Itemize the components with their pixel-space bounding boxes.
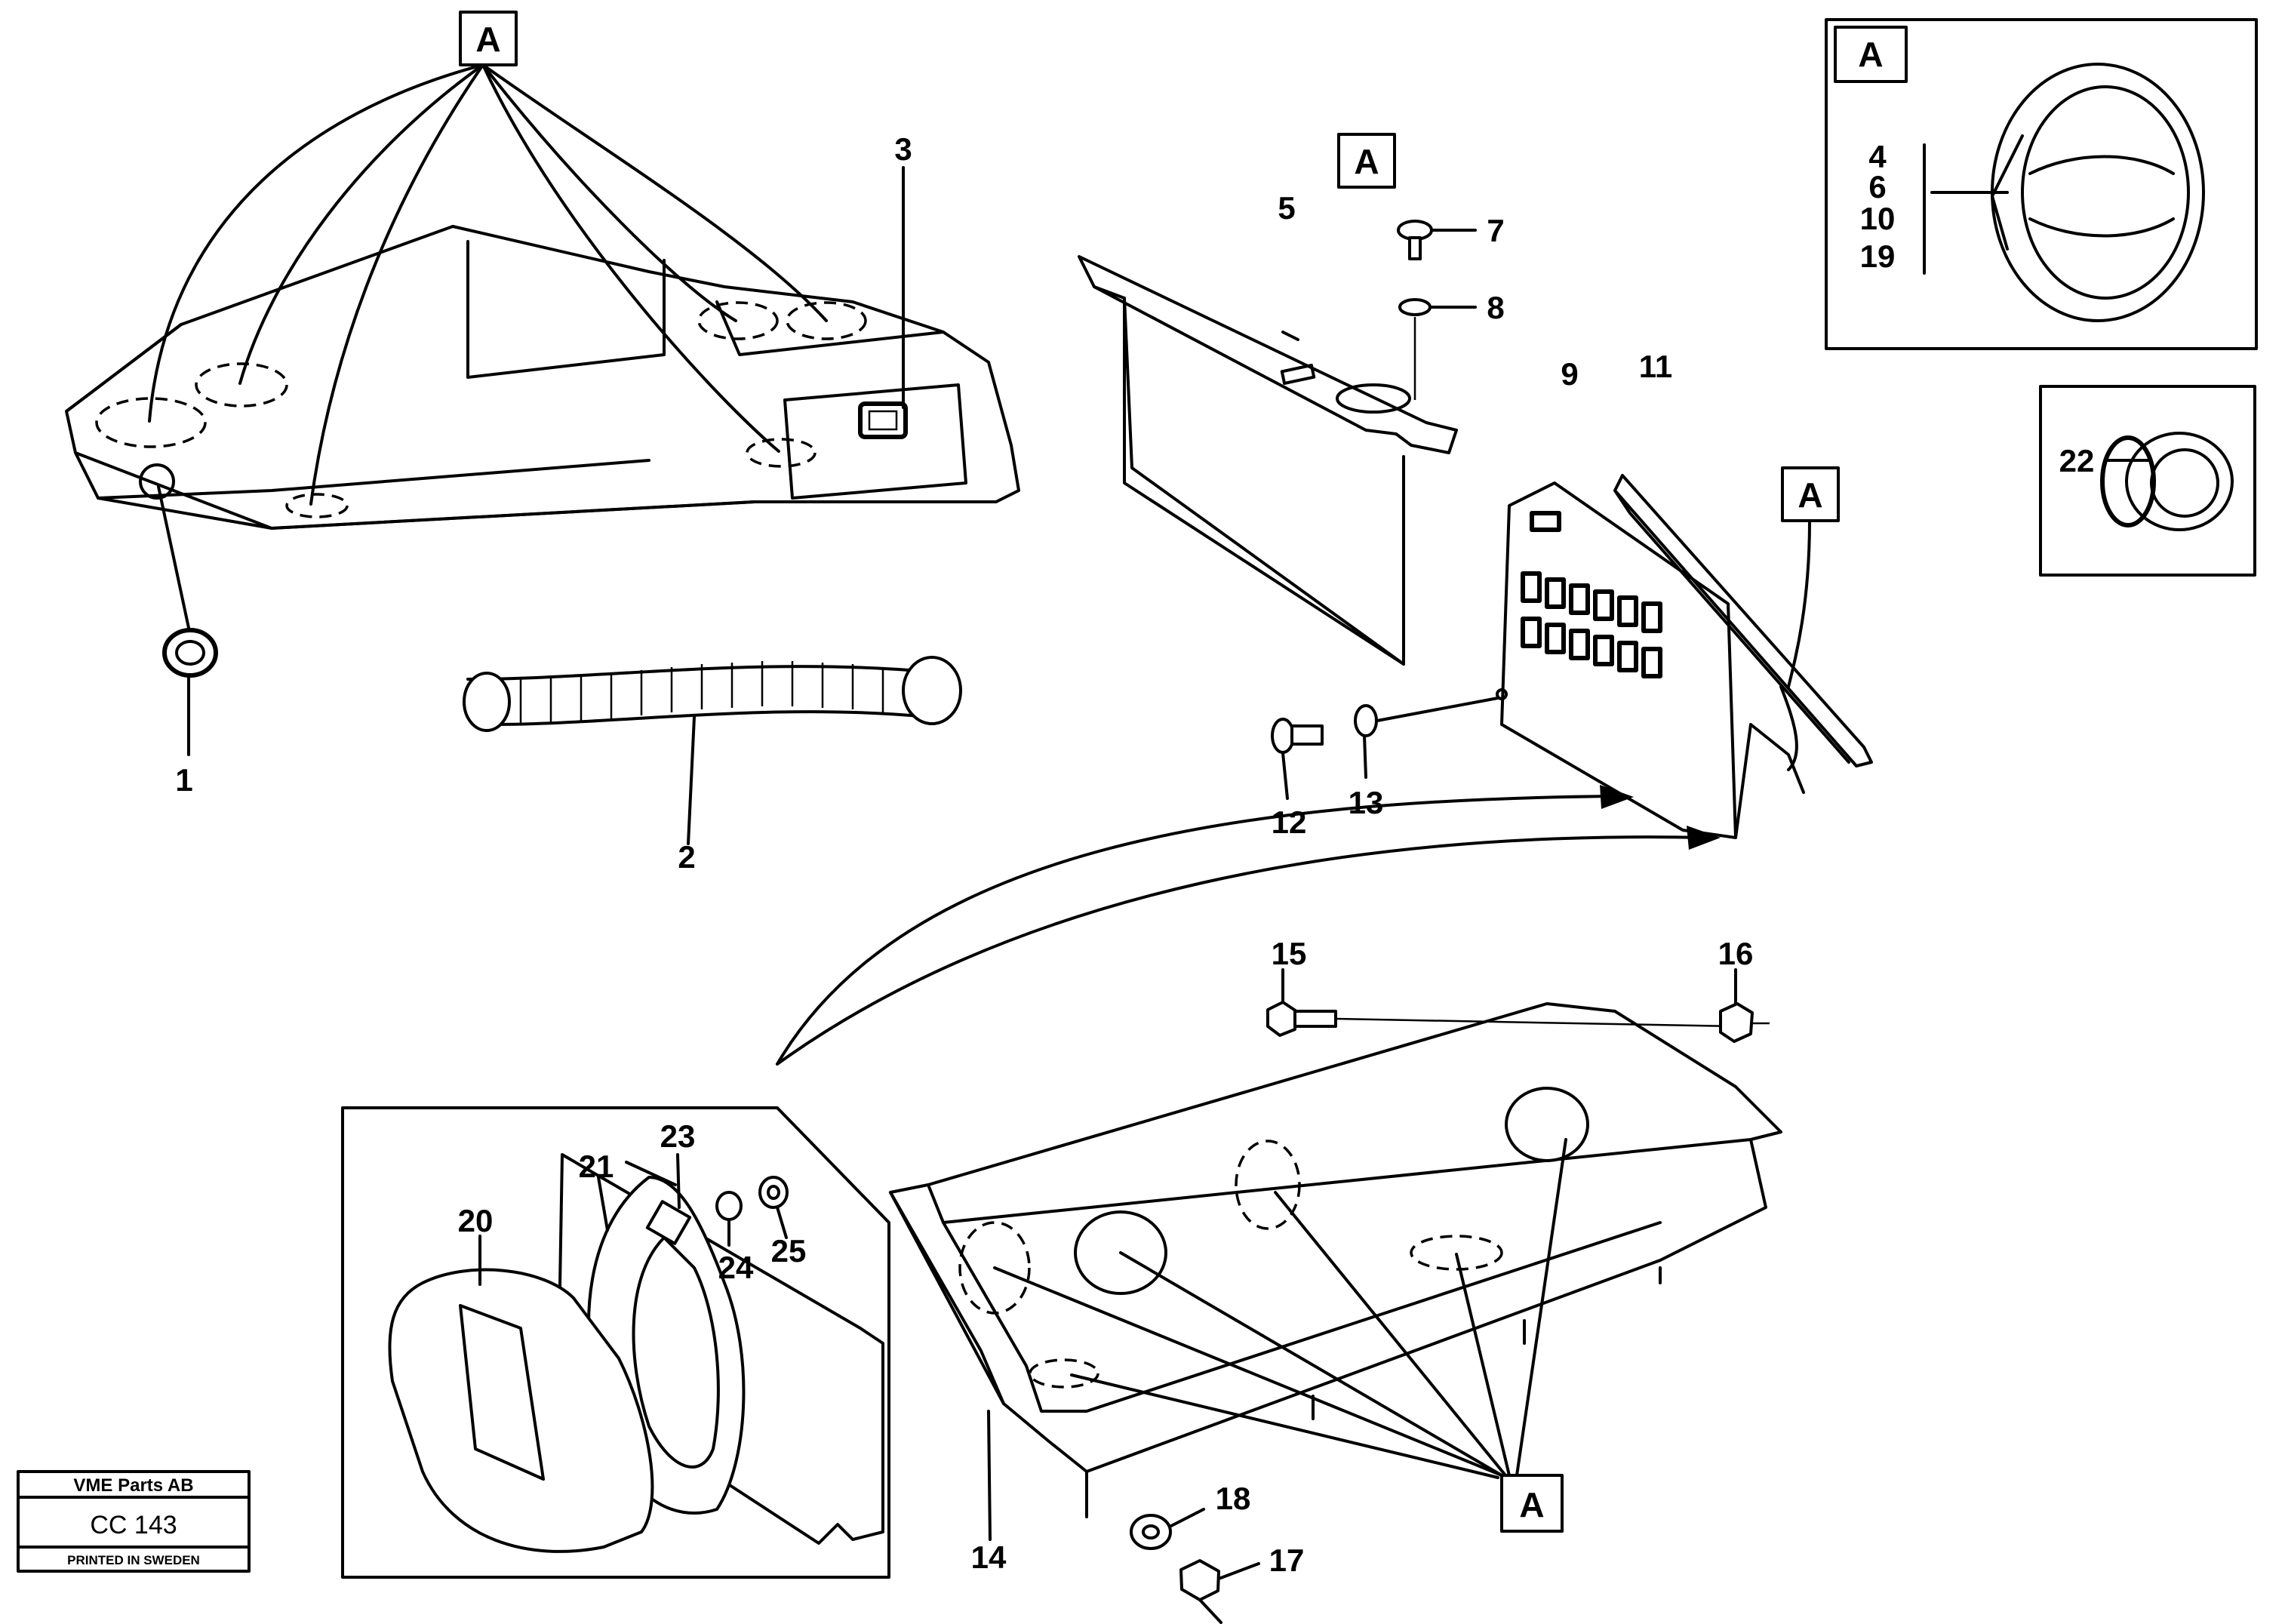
label-part-25: 25 — [771, 1233, 807, 1269]
label-part-17: 17 — [1269, 1542, 1305, 1578]
label-part-23: 23 — [660, 1118, 696, 1154]
inset-duct-parts — [341, 1106, 890, 1579]
label-part-4: 4 — [1868, 139, 1887, 174]
label-part-24: 24 — [718, 1250, 754, 1285]
part-11-strip — [1613, 474, 1873, 771]
company-name: VME Parts AB — [73, 1475, 193, 1496]
part-12-screw — [1271, 718, 1324, 800]
label-part-18: 18 — [1216, 1481, 1251, 1516]
part-2-hose — [463, 656, 962, 845]
inset-part-22 — [2039, 385, 2256, 577]
callout-a-bottom: A — [1500, 1474, 1564, 1533]
label-part-13: 13 — [1349, 785, 1384, 820]
title-block: VME Parts AB CC 143 PRINTED IN SWEDEN — [17, 1470, 251, 1573]
part-15-bolt — [1266, 968, 1736, 1037]
label-part-15: 15 — [1272, 936, 1307, 971]
label-part-20: 20 — [458, 1203, 494, 1238]
label-part-11: 11 — [1639, 349, 1672, 384]
part-13-washer — [1354, 697, 1499, 779]
label-part-9: 9 — [1561, 356, 1578, 392]
label-part-2: 2 — [678, 839, 695, 875]
label-part-8: 8 — [1487, 290, 1504, 325]
view-arrow — [776, 785, 1721, 1066]
label-part-10: 10 — [1860, 201, 1896, 236]
inset-vent — [1825, 18, 2258, 350]
part-17-nut — [1179, 1559, 1260, 1624]
part-9-panel — [1496, 481, 1805, 839]
callout-a-panel-text: A — [1798, 475, 1822, 515]
callout-a-inset-text: A — [1858, 35, 1883, 74]
part-18-washer — [1130, 1508, 1205, 1550]
printed-note: PRINTED IN SWEDEN — [67, 1553, 200, 1567]
callout-a-bracket-text: A — [1354, 142, 1379, 181]
part-7-screw — [1397, 220, 1477, 260]
callout-a-panel: A — [1781, 466, 1840, 688]
part-16-nut — [1719, 968, 1770, 1043]
label-part-6: 6 — [1868, 169, 1886, 205]
label-part-3: 3 — [894, 131, 912, 167]
label-part-5: 5 — [1278, 190, 1295, 226]
drawing-code: CC 143 — [90, 1511, 177, 1539]
callout-a-inset: A — [1858, 35, 1883, 74]
label-part-12: 12 — [1272, 804, 1307, 840]
leaders-bottom-a — [993, 1138, 1567, 1479]
callout-a-top: A — [459, 11, 518, 66]
label-part-22: 22 — [2059, 443, 2095, 478]
part-8-washer — [1398, 298, 1477, 400]
callout-a-bottom-text: A — [1519, 1485, 1544, 1524]
label-part-16: 16 — [1718, 936, 1754, 971]
louvre-grid — [1521, 571, 1662, 678]
callout-a-top-text: A — [475, 20, 500, 59]
part-5-bracket — [1078, 255, 1458, 666]
part-1-grommet — [157, 485, 218, 756]
part-labels: 1 2 3 4 5 6 7 8 9 10 11 12 13 14 15 16 1… — [175, 131, 2094, 1578]
label-part-7: 7 — [1487, 213, 1504, 248]
label-part-1: 1 — [175, 762, 192, 798]
dashboard-assembly — [65, 225, 1020, 530]
label-part-19: 19 — [1860, 238, 1896, 274]
callout-a-bracket: A — [1337, 133, 1396, 189]
leaders-top-a — [148, 63, 905, 506]
label-part-14: 14 — [971, 1539, 1007, 1575]
label-part-21: 21 — [579, 1149, 614, 1184]
part-14-duct-panel — [889, 1002, 1782, 1541]
